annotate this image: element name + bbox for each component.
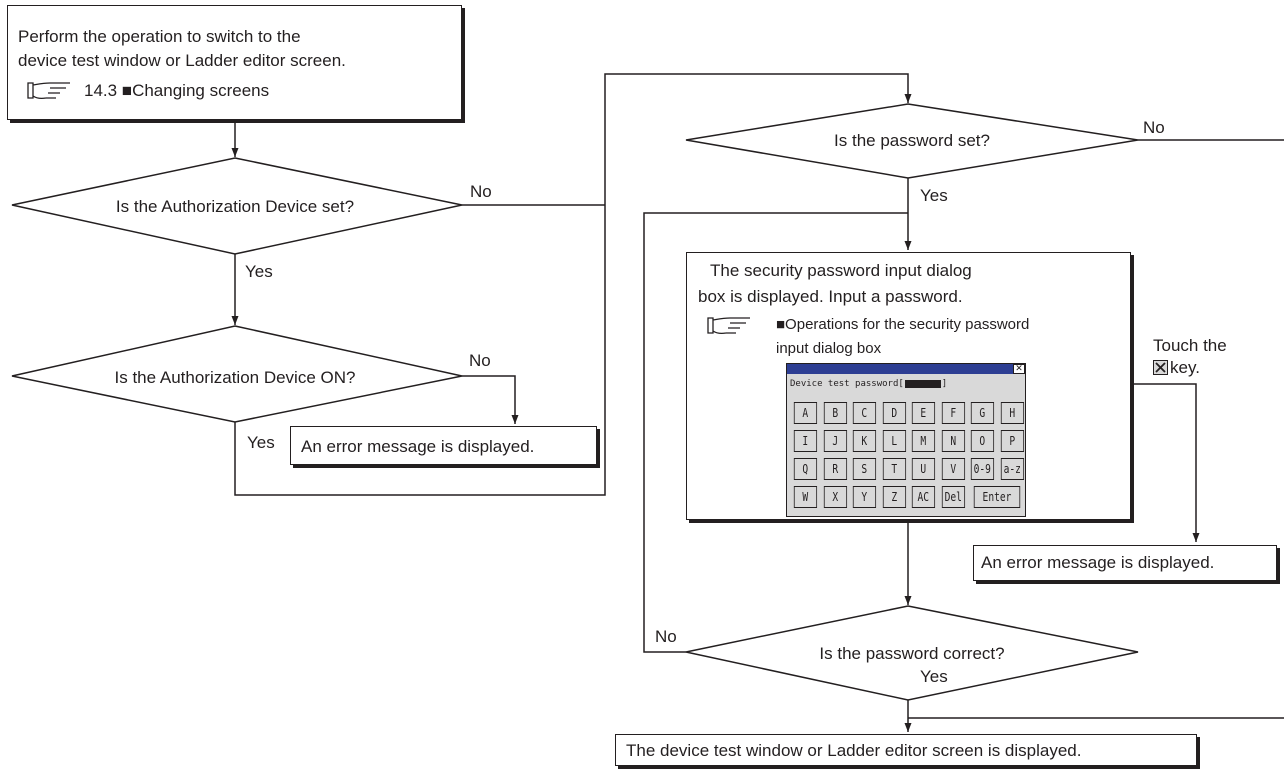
label-no-auth-on: No	[469, 351, 491, 370]
close-icon[interactable]: ✕	[1013, 364, 1025, 374]
label-no-auth-set: No	[470, 182, 492, 201]
key-o[interactable]: O	[970, 430, 994, 452]
decision-auth-on-shape	[11, 325, 463, 423]
key-r[interactable]: R	[823, 458, 847, 480]
error-text-right: An error message is displayed.	[981, 553, 1215, 572]
decision-password-correct-shape	[685, 605, 1139, 701]
key-a[interactable]: A	[793, 402, 817, 424]
label-yes-auth-set: Yes	[245, 262, 273, 281]
key-del[interactable]: Del	[941, 486, 965, 508]
key-w[interactable]: W	[793, 486, 817, 508]
key-d[interactable]: D	[882, 402, 906, 424]
key-q[interactable]: Q	[793, 458, 817, 480]
touch-note-line-2: key.	[1170, 358, 1200, 377]
decision-password-correct: Is the password correct?	[819, 644, 1005, 663]
label-yes-auth-on: Yes	[247, 433, 275, 452]
start-box	[7, 5, 462, 120]
dialog-reference-line-2[interactable]: input dialog box	[776, 340, 882, 357]
key-n[interactable]: N	[941, 430, 965, 452]
key-u[interactable]: U	[911, 458, 935, 480]
key-ac[interactable]: AC	[911, 486, 935, 508]
error-box-left	[290, 426, 597, 465]
key-0-9[interactable]: 0-9	[970, 458, 994, 480]
key-t[interactable]: T	[882, 458, 906, 480]
key-i[interactable]: I	[793, 430, 817, 452]
label-no-password-set: No	[1143, 118, 1165, 137]
touch-note-line-1: Touch the	[1153, 336, 1227, 355]
key-h[interactable]: H	[1000, 402, 1024, 424]
decision-password-set: Is the password set?	[834, 131, 990, 150]
label-yes-password-set: Yes	[920, 186, 948, 205]
key-y[interactable]: Y	[852, 486, 876, 508]
key-l[interactable]: L	[882, 430, 906, 452]
end-text: The device test window or Ladder editor …	[626, 741, 1082, 760]
password-prompt-end: ]	[941, 379, 948, 389]
decision-auth-on: Is the Authorization Device ON?	[114, 368, 356, 387]
key-f[interactable]: F	[941, 402, 965, 424]
key-j[interactable]: J	[823, 430, 847, 452]
key-e[interactable]: E	[911, 402, 935, 424]
error-box-right	[973, 545, 1277, 581]
key-p[interactable]: P	[1000, 430, 1024, 452]
start-line-2: device test window or Ladder editor scre…	[18, 51, 346, 70]
dialog-title-bar	[787, 364, 1013, 374]
key-c[interactable]: C	[852, 402, 876, 424]
key-z[interactable]: Z	[882, 486, 906, 508]
pointing-hand-icon	[707, 317, 750, 335]
pointing-hand-icon	[27, 82, 70, 100]
error-text-left: An error message is displayed.	[301, 437, 535, 456]
close-key-icon	[1153, 360, 1168, 375]
key-enter[interactable]: Enter	[973, 486, 1021, 508]
key-s[interactable]: S	[852, 458, 876, 480]
password-prompt-label: Device test password[	[790, 379, 904, 389]
password-field[interactable]	[904, 379, 941, 388]
label-yes-password-correct: Yes	[920, 667, 948, 686]
key-g[interactable]: G	[970, 402, 994, 424]
decision-auth-set-shape	[11, 157, 463, 255]
dialog-line-1: The security password input dialog	[710, 261, 972, 280]
decision-auth-set: Is the Authorization Device set?	[115, 197, 355, 216]
key-a-z[interactable]: a-z	[1000, 458, 1024, 480]
password-prompt: Device test password[]	[790, 378, 947, 390]
start-reference-link[interactable]: 14.3 ■Changing screens	[84, 81, 270, 100]
decision-password-set-shape	[685, 103, 1139, 179]
label-no-password-correct: No	[655, 627, 677, 646]
dialog-line-2: box is displayed. Input a password.	[698, 287, 963, 306]
key-v[interactable]: V	[941, 458, 965, 480]
key-b[interactable]: B	[823, 402, 847, 424]
end-box	[615, 734, 1197, 766]
dialog-reference-line-1[interactable]: ■Operations for the security password	[776, 316, 1030, 333]
key-x[interactable]: X	[823, 486, 847, 508]
key-m[interactable]: M	[911, 430, 935, 452]
key-k[interactable]: K	[852, 430, 876, 452]
start-line-1: Perform the operation to switch to the	[18, 27, 301, 46]
